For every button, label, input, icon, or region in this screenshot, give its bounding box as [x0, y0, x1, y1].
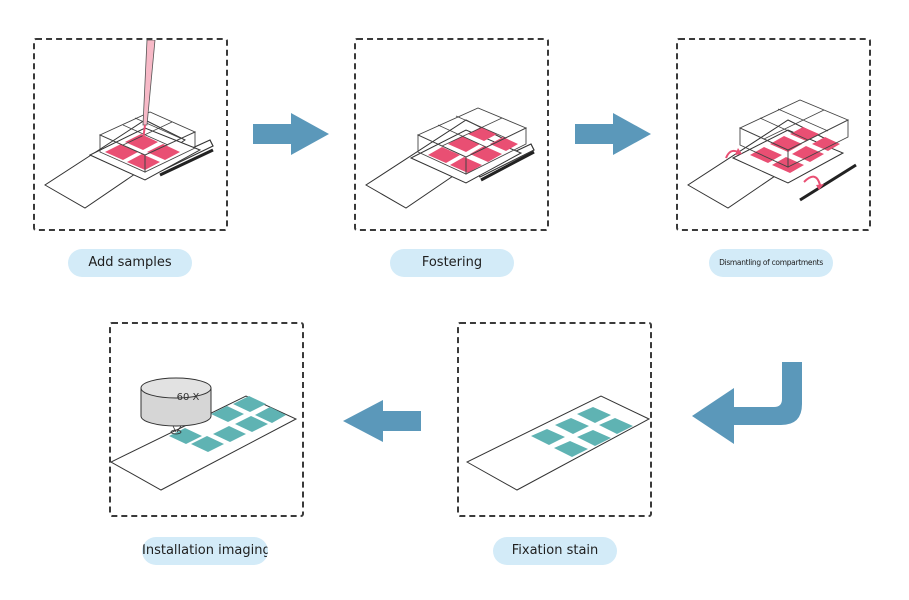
microscope-imaging-illustration — [111, 377, 298, 491]
step-panel-installation-imaging: 60 X — [109, 322, 304, 517]
chamber-slide-incubation-illustration — [365, 107, 535, 209]
right-arrow-icon — [253, 113, 329, 155]
chamber-slide-pipette-illustration — [44, 40, 214, 209]
step-panel-dismantling — [676, 38, 871, 231]
right-arrow-icon — [575, 113, 651, 155]
curved-left-arrow-icon — [692, 362, 802, 444]
step-label-installation-imaging: Installation imaging — [142, 537, 268, 565]
step-label-add-samples: Add samples — [68, 249, 192, 277]
chamber-removal-illustration — [687, 99, 857, 209]
magnification-label: 60 X — [176, 392, 200, 403]
step-panel-add-samples — [33, 38, 228, 231]
stained-slide-illustration — [465, 395, 650, 491]
left-arrow-icon — [343, 400, 421, 442]
step-label-fixation-stain: Fixation stain — [493, 537, 617, 565]
step-panel-fostering — [354, 38, 549, 231]
step-label-dismantling: Dismantling of compartments — [709, 249, 833, 277]
step-panel-fixation-stain — [457, 322, 652, 517]
step-label-fostering: Fostering — [390, 249, 514, 277]
